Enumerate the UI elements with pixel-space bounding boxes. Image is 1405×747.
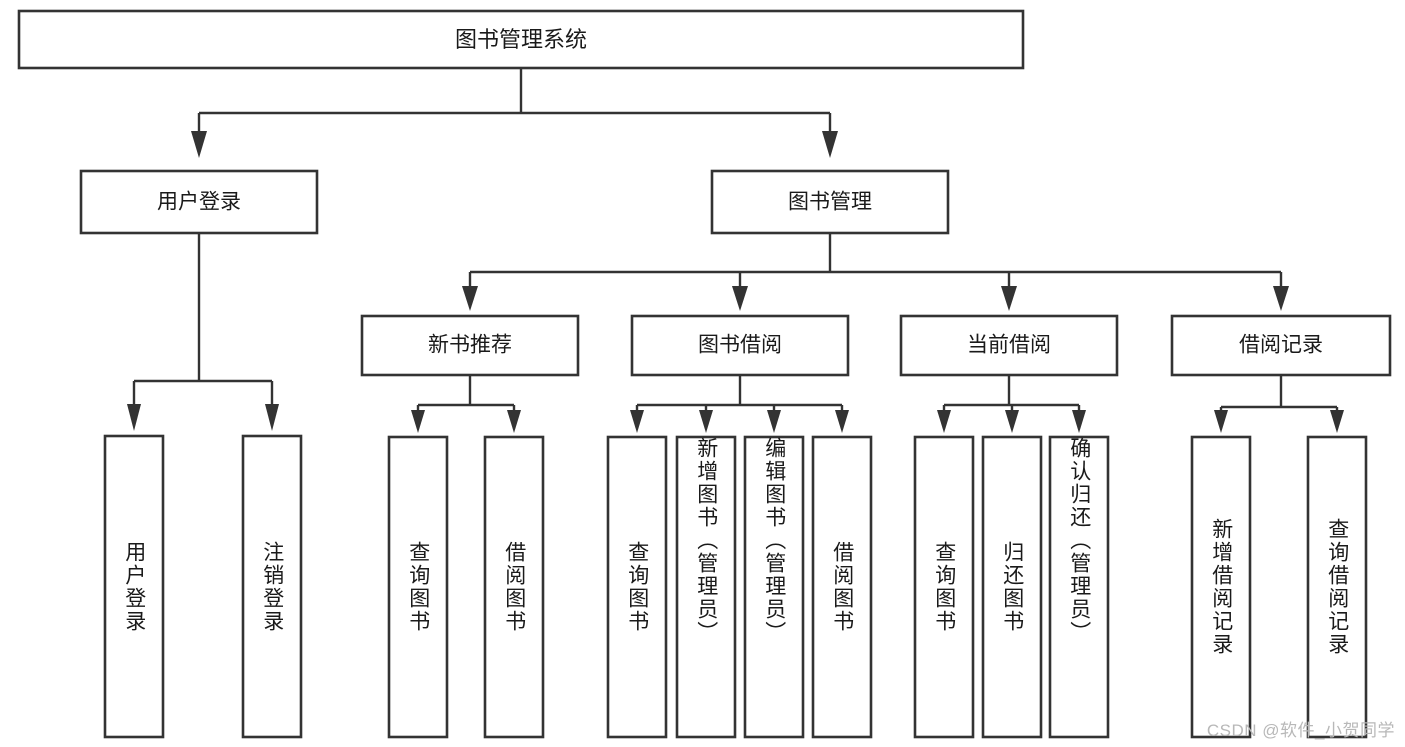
node-root-label: 图书管理系统: [455, 27, 587, 52]
arrowhead-current-borrow: [1001, 286, 1017, 311]
leaf-edit-book-box[interactable]: [743, 435, 805, 739]
node-new-book-recommend-label: 新书推荐: [428, 334, 512, 357]
leaf-confirm-return-box[interactable]: [1048, 435, 1110, 739]
arrowhead-leaf-query-book-2: [630, 410, 644, 433]
arrowhead-leaf-add-book: [699, 410, 713, 433]
node-book-management-label: 图书管理: [788, 191, 872, 214]
leaf-boxes: [103, 434, 1368, 739]
node-borrow-record-label: 借阅记录: [1239, 334, 1323, 357]
arrowhead-leaf-query-book-1: [411, 410, 425, 433]
leaf-query-book-2-box[interactable]: [606, 435, 668, 739]
connector-group-borrow-record: [1214, 375, 1344, 433]
arrowhead-leaf-return-book: [1005, 410, 1019, 433]
connector-group-book-management: [462, 233, 1289, 311]
leaf-add-book-box[interactable]: [675, 435, 737, 739]
arrowhead-leaf-confirm-return: [1072, 410, 1086, 433]
arrowhead-leaf-logout-login: [265, 404, 279, 431]
connector-group-current-borrow: [937, 375, 1086, 433]
connector-group-new-book-recommend: [411, 375, 521, 433]
node-current-borrow-box[interactable]: [899, 314, 1119, 377]
arrowhead-book-management: [822, 131, 838, 158]
connector-group-root: [191, 68, 838, 158]
leaf-query-record-box[interactable]: [1306, 435, 1368, 739]
node-current-borrow-label: 当前借阅: [967, 334, 1051, 357]
connector-group-user-login: [127, 233, 279, 431]
arrowhead-leaf-user-login: [127, 404, 141, 431]
arrowhead-book-borrow: [732, 286, 748, 311]
node-borrow-record-box[interactable]: [1170, 314, 1392, 377]
node-book-borrow-label: 图书借阅: [698, 334, 782, 357]
node-book-borrow[interactable]: 图书借阅: [630, 314, 850, 377]
arrowhead-leaf-edit-book: [767, 410, 781, 433]
node-new-book-recommend[interactable]: 新书推荐: [360, 314, 580, 377]
node-new-book-recommend-box[interactable]: [360, 314, 580, 377]
arrowhead-leaf-query-book-3: [937, 410, 951, 433]
leaf-return-book-box[interactable]: [981, 435, 1043, 739]
node-borrow-record[interactable]: 借阅记录: [1170, 314, 1392, 377]
node-user-login-label: 用户登录: [157, 191, 241, 214]
connector-group-book-borrow: [630, 375, 849, 433]
leaf-user-login-box[interactable]: [103, 434, 165, 739]
leaf-borrow-book-2-box[interactable]: [811, 435, 873, 739]
arrowhead-leaf-query-record: [1330, 410, 1344, 433]
node-root[interactable]: 图书管理系统: [17, 9, 1025, 70]
arrowhead-leaf-borrow-book-2: [835, 410, 849, 433]
node-user-login-box[interactable]: [79, 169, 319, 235]
arrowhead-user-login: [191, 131, 207, 158]
node-book-management[interactable]: 图书管理: [710, 169, 950, 235]
arrowhead-new-book-recommend: [462, 286, 478, 311]
node-book-management-box[interactable]: [710, 169, 950, 235]
leaf-query-book-3-box[interactable]: [913, 435, 975, 739]
node-current-borrow[interactable]: 当前借阅: [899, 314, 1119, 377]
csdn-watermark: CSDN @软件_小贺同学: [1206, 721, 1395, 740]
arrowhead-leaf-add-record: [1214, 410, 1228, 433]
leaf-add-record-box[interactable]: [1190, 435, 1252, 739]
leaf-logout-login-box[interactable]: [241, 434, 303, 739]
leaf-query-book-1-box[interactable]: [387, 435, 449, 739]
node-root-box[interactable]: [17, 9, 1025, 70]
node-user-login[interactable]: 用户登录: [79, 169, 319, 235]
node-book-borrow-box[interactable]: [630, 314, 850, 377]
arrowhead-borrow-record: [1273, 286, 1289, 311]
leaf-borrow-book-1-box[interactable]: [483, 435, 545, 739]
arrowhead-leaf-borrow-book-1: [507, 410, 521, 433]
